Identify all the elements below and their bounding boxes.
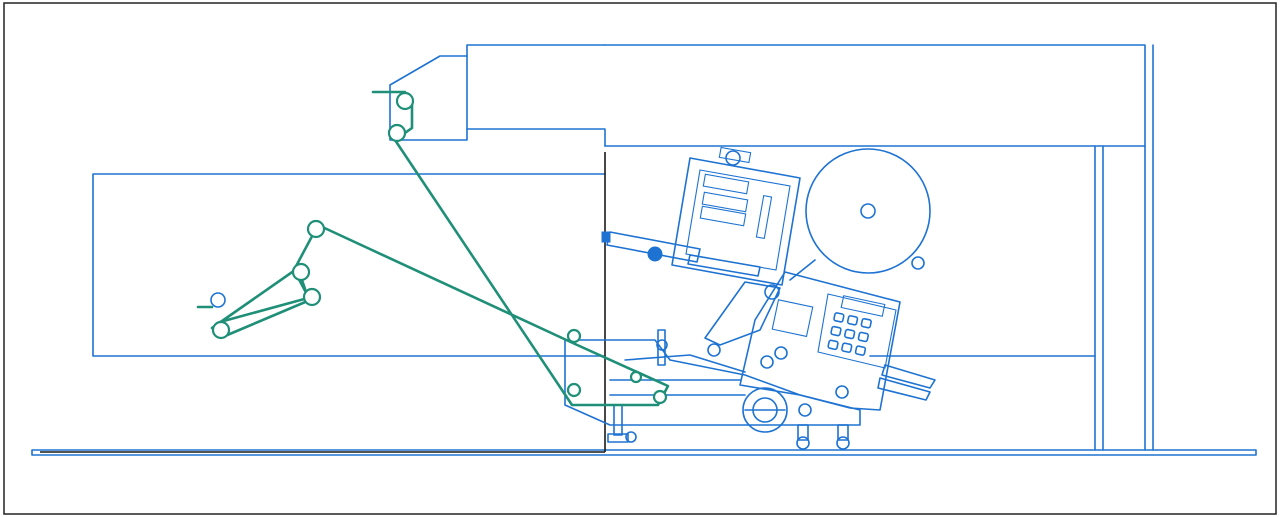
border-frame (3, 2, 1277, 515)
web-path (196, 90, 670, 407)
right-enclosure (604, 44, 1154, 451)
labeler-head (601, 146, 801, 357)
supply-reel (789, 148, 931, 281)
floor-line (31, 449, 1257, 456)
upper-housing (389, 44, 606, 141)
left-conveyor (92, 152, 606, 452)
control-panel (739, 271, 936, 411)
handwheel (564, 329, 861, 450)
